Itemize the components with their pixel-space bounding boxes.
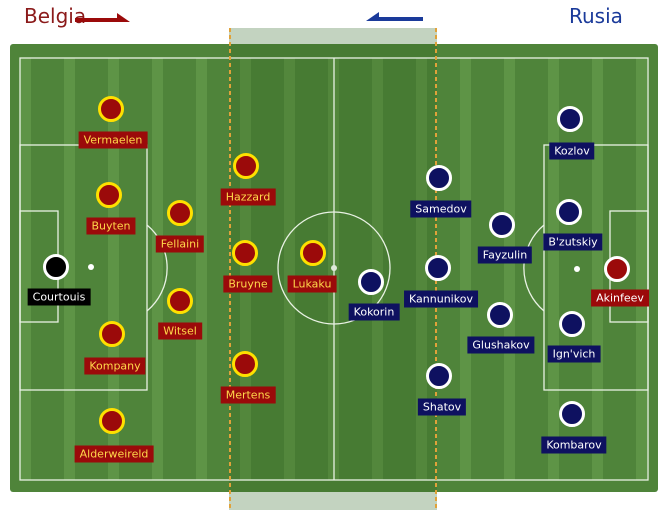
player-label: Fayzulin [477,246,533,264]
player-label: Kombarov [541,436,607,454]
player-marker [557,106,583,132]
player-label: Bruyne [223,275,273,293]
player-label: Kozlov [549,142,595,160]
player-marker [489,212,515,238]
player-marker [232,240,258,266]
player-marker [167,288,193,314]
away-direction-arrow [366,12,423,21]
player-marker [426,165,452,191]
player-marker [559,311,585,337]
team-home-name: Belgia [24,4,87,28]
player-label: B'zutskiy [543,233,603,251]
player-marker [96,182,122,208]
player-label: Vermaelen [78,131,148,149]
player-marker [426,363,452,389]
player-label: Buyten [86,217,136,235]
player-marker [99,408,125,434]
player-label: Kannunikov [404,290,478,308]
player-marker [300,240,326,266]
player-marker [604,256,630,282]
player-marker [425,255,451,281]
player-label: Witsel [158,322,202,340]
player-marker [43,254,69,280]
player-marker [559,401,585,427]
player-marker [556,199,582,225]
player-label: Akinfeev [591,289,649,307]
player-marker [232,351,258,377]
player-marker [167,200,193,226]
player-label: Alderweireld [74,445,154,463]
player-label: Fellaini [155,235,205,253]
player-label: Ign'vich [547,345,601,363]
player-label: Shatov [417,398,467,416]
home-direction-arrow [75,13,130,22]
team-away-name: Rusia [569,4,623,28]
player-marker [358,269,384,295]
player-label: Mertens [220,386,276,404]
player-marker [99,321,125,347]
player-label: Kokorin [348,303,400,321]
player-marker [98,96,124,122]
player-label: Hazzard [220,188,276,206]
player-label: Glushakov [467,336,535,354]
player-label: Kompany [84,357,146,375]
player-label: Lukaku [287,275,337,293]
player-marker [487,302,513,328]
player-label: Courtouis [27,288,91,306]
player-marker [233,153,259,179]
player-label: Samedov [410,200,472,218]
